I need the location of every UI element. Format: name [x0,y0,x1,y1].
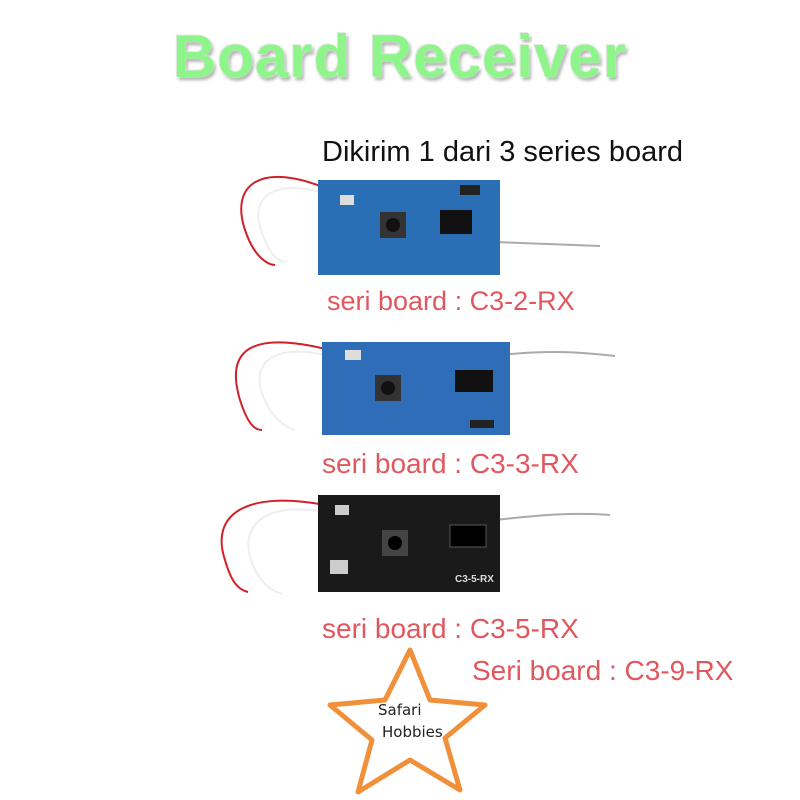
board-label-c3-3-rx: seri board : C3-3-RX [322,448,579,479]
page-title: Board Receiver [172,23,628,90]
svg-text:C3-5-RX: C3-5-RX [455,574,494,585]
board-c3-2-rx [240,175,601,275]
board-label-c3-2-rx: seri board : C3-2-RX [327,286,575,316]
board-c3-3-rx [234,341,616,435]
board-label-c3-5-rx: seri board : C3-5-RX [322,613,579,644]
board-label-c3-9-rx: Seri board : C3-9-RX [472,655,734,686]
safari-hobbies-star-logo: Safari Hobbies [327,647,488,795]
svg-text:Hobbies: Hobbies [382,723,443,741]
board-c3-5-rx: C3-5-RX [220,495,611,595]
svg-text:Safari: Safari [378,701,422,719]
subtitle: Dikirim 1 dari 3 series board [322,136,684,168]
